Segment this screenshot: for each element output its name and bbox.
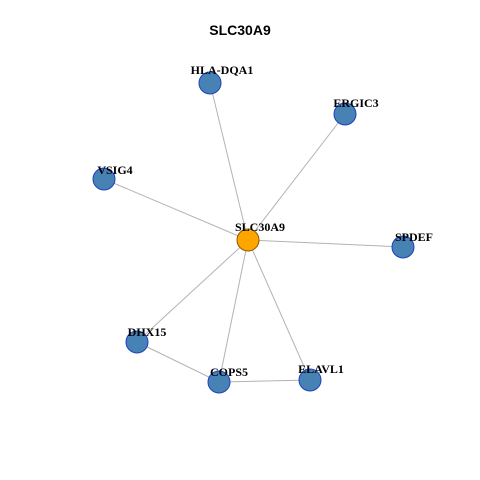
node-label-vsig4: VSIG4 — [97, 163, 132, 177]
node-ergic3 — [333, 102, 357, 126]
edge-slc30a9-hla-dqa1 — [209, 82, 249, 241]
node-label-cops5: COPS5 — [210, 365, 248, 379]
node-label-elavl1: ELAVL1 — [298, 362, 344, 376]
node-label-spdef: SPDEF — [395, 230, 433, 244]
node-cops5 — [207, 370, 231, 394]
hub-node-slc30a9 — [236, 228, 260, 252]
node-label-dhx15: DHX15 — [128, 325, 167, 339]
node-label-ergic3: ERGIC3 — [333, 96, 378, 110]
edge-slc30a9-spdef — [247, 239, 404, 248]
node-elavl1 — [298, 368, 322, 392]
figure-title: SLC30A9 — [209, 22, 271, 38]
edge-cops5-elavl1 — [218, 379, 311, 383]
node-label-slc30a9: SLC30A9 — [235, 220, 285, 234]
edge-slc30a9-elavl1 — [247, 239, 311, 381]
node-label-hla-dqa1: HLA-DQA1 — [191, 63, 254, 77]
node-dhx15 — [125, 330, 149, 354]
edge-slc30a9-cops5 — [218, 239, 249, 383]
edge-slc30a9-vsig4 — [103, 178, 249, 241]
edge-slc30a9-dhx15 — [136, 239, 249, 343]
edge-dhx15-cops5 — [136, 341, 220, 383]
edge-slc30a9-ergic3 — [247, 113, 346, 241]
node-hla-dqa1 — [198, 71, 222, 95]
node-spdef — [391, 235, 415, 259]
node-vsig4 — [92, 167, 116, 191]
